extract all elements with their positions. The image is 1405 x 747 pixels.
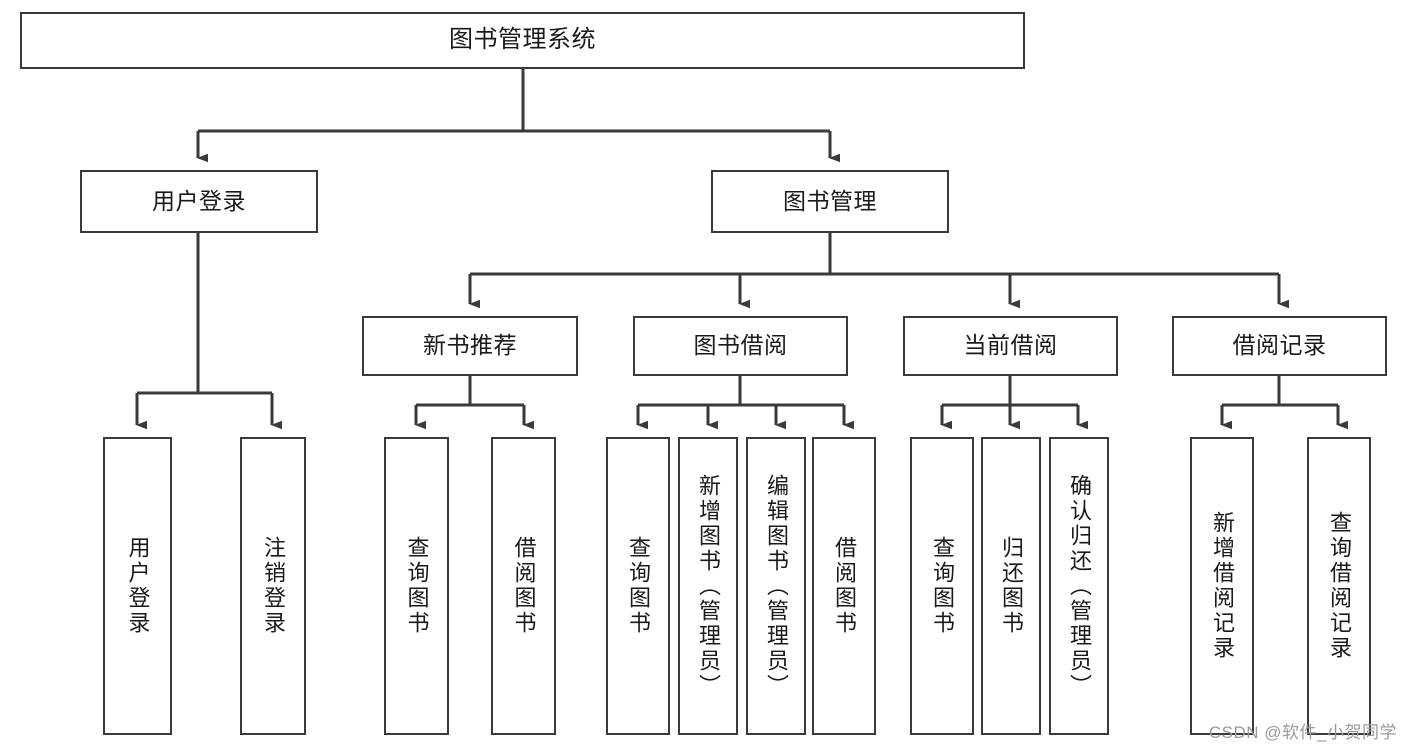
node-borrow-record[interactable]: 借阅记录 bbox=[1172, 316, 1387, 376]
node-label: 图书管理 bbox=[783, 187, 877, 214]
node-book-management[interactable]: 图书管理 bbox=[711, 170, 949, 233]
node-book-management-system[interactable]: 图书管理系统 bbox=[20, 12, 1025, 69]
node-leaf-edit-book[interactable]: 编辑图书（管理员） bbox=[746, 437, 806, 735]
node-label: 查询图书 bbox=[404, 536, 430, 636]
node-label: 归还图书 bbox=[999, 536, 1024, 636]
watermark-text: CSDN @软件_小贺同学 bbox=[1208, 723, 1397, 742]
node-leaf-add-book[interactable]: 新增图书（管理员） bbox=[678, 437, 738, 735]
node-leaf-add-record[interactable]: 新增借阅记录 bbox=[1190, 437, 1254, 735]
node-label: 确认归还（管理员） bbox=[1067, 473, 1092, 699]
node-leaf-query-book-3[interactable]: 查询图书 bbox=[910, 437, 974, 735]
node-label: 图书管理系统 bbox=[449, 26, 596, 54]
node-leaf-borrow-book-2[interactable]: 借阅图书 bbox=[812, 437, 876, 735]
node-user-login[interactable]: 用户登录 bbox=[80, 170, 318, 233]
node-current-borrow[interactable]: 当前借阅 bbox=[903, 316, 1118, 376]
node-label: 查询图书 bbox=[626, 536, 651, 636]
node-label: 查询借阅记录 bbox=[1327, 511, 1352, 661]
node-leaf-query-book-2[interactable]: 查询图书 bbox=[606, 437, 670, 735]
node-book-borrow[interactable]: 图书借阅 bbox=[633, 316, 848, 376]
node-leaf-logout-login[interactable]: 注销登录 bbox=[240, 437, 306, 735]
node-leaf-query-record[interactable]: 查询借阅记录 bbox=[1307, 437, 1371, 735]
node-label: 查询图书 bbox=[930, 536, 955, 636]
node-label: 新增借阅记录 bbox=[1210, 511, 1235, 661]
node-label: 注销登录 bbox=[261, 536, 286, 636]
node-label: 借阅记录 bbox=[1232, 332, 1327, 359]
node-leaf-query-book-1[interactable]: 查询图书 bbox=[384, 437, 449, 735]
node-leaf-user-login[interactable]: 用户登录 bbox=[103, 437, 172, 735]
node-label: 借阅图书 bbox=[832, 536, 857, 636]
node-label: 借阅图书 bbox=[511, 536, 537, 636]
node-label: 新书推荐 bbox=[423, 332, 517, 359]
node-leaf-confirm-return[interactable]: 确认归还（管理员） bbox=[1049, 437, 1109, 735]
node-label: 当前借阅 bbox=[963, 332, 1058, 359]
node-leaf-return-book[interactable]: 归还图书 bbox=[981, 437, 1041, 735]
node-leaf-borrow-book-1[interactable]: 借阅图书 bbox=[491, 437, 556, 735]
node-label: 用户登录 bbox=[125, 536, 151, 636]
node-label: 新增图书（管理员） bbox=[696, 473, 721, 699]
node-new-book-recommend[interactable]: 新书推荐 bbox=[362, 316, 578, 376]
node-label: 编辑图书（管理员） bbox=[764, 473, 789, 699]
node-label: 用户登录 bbox=[152, 187, 246, 214]
node-label: 图书借阅 bbox=[693, 332, 788, 359]
